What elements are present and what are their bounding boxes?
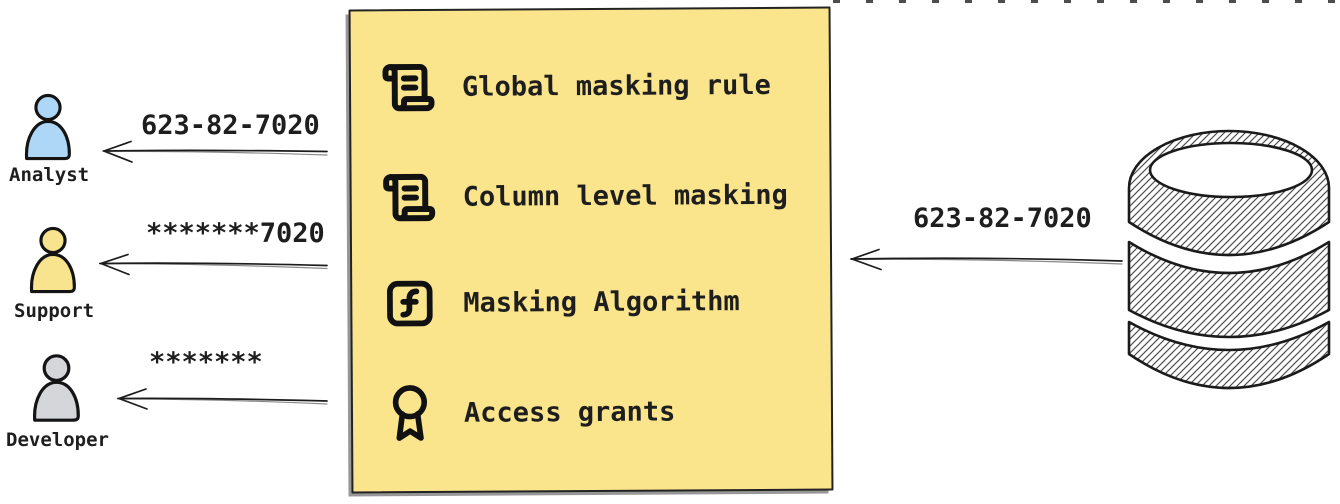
arrow-from-database xyxy=(849,248,1123,271)
person-icon xyxy=(33,354,80,422)
masking-rule-item: Access grants xyxy=(382,379,676,445)
scroll-text-icon xyxy=(380,55,436,119)
rule-label: Masking Algorithm xyxy=(463,285,740,319)
value-from-database: 623-82-7020 xyxy=(913,203,1092,234)
arrow-to-developer xyxy=(116,388,328,410)
database-icon xyxy=(1126,126,1332,398)
persona-developer xyxy=(30,353,83,423)
value-to-developer: ******* xyxy=(149,347,263,378)
rule-label: Global masking rule xyxy=(461,69,771,103)
person-icon xyxy=(30,226,76,294)
masking-rule-item: Global masking rule xyxy=(380,53,771,119)
rule-label: Access grants xyxy=(463,395,676,429)
masking-rule-item: Column level masking xyxy=(380,163,788,229)
rule-label: Column level masking xyxy=(462,179,788,213)
arrow-to-support xyxy=(98,253,328,276)
persona-analyst xyxy=(22,92,74,162)
masking-rule-item: Masking Algorithm xyxy=(381,269,740,335)
function-square-icon xyxy=(381,271,437,335)
award-icon xyxy=(382,381,438,445)
persona-analyst-label: Analyst xyxy=(9,164,90,186)
persona-support-label: Support xyxy=(14,300,95,322)
persona-support xyxy=(27,225,79,295)
persona-developer-label: Developer xyxy=(6,429,109,451)
person-icon xyxy=(25,93,71,161)
arrow-to-analyst xyxy=(101,140,328,163)
value-to-analyst: 623-82-7020 xyxy=(141,110,320,141)
value-to-support: *******7020 xyxy=(146,218,325,249)
masking-rules-panel: Global masking rule Column level masking… xyxy=(348,6,834,494)
scroll-text-icon xyxy=(380,165,436,229)
